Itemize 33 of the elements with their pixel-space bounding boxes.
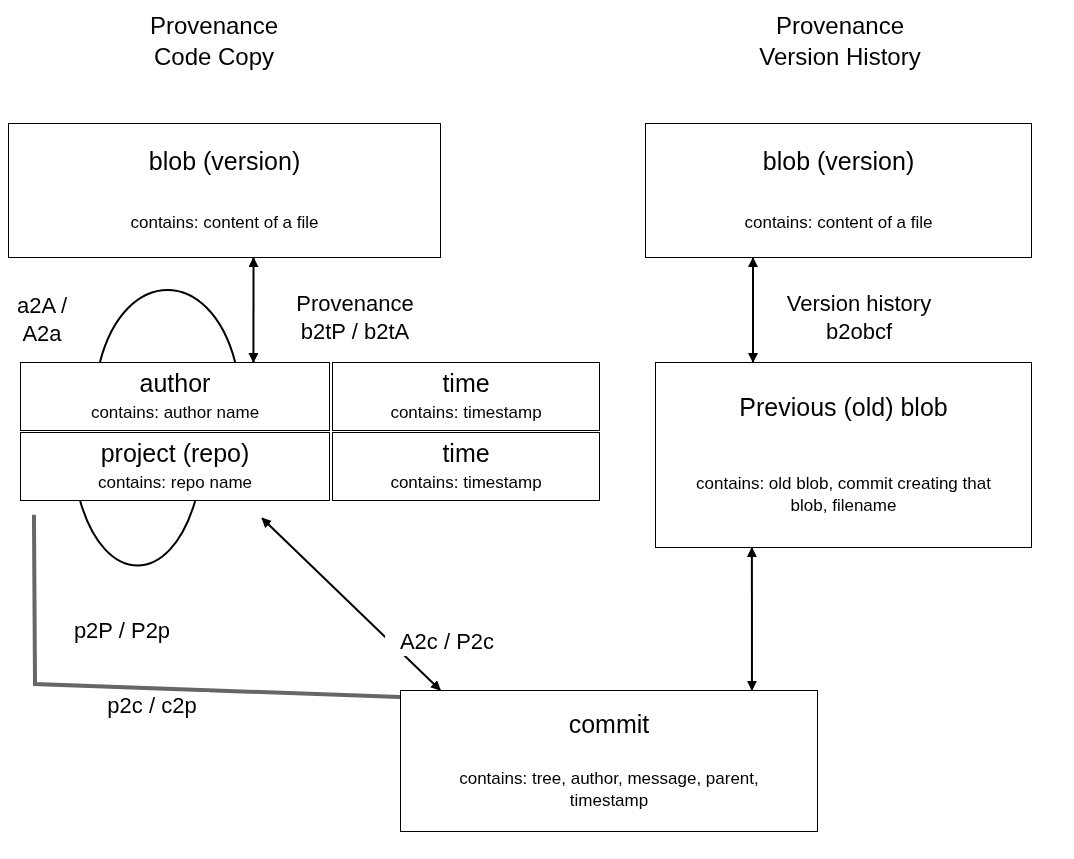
column-heading: Provenance Version History (758, 11, 922, 73)
box-heading: commit (568, 709, 650, 739)
box-description: contains: content of a file (130, 212, 319, 235)
entity-box (645, 123, 1032, 258)
entity-box (655, 362, 1032, 548)
box-description: contains: repo name (97, 471, 252, 494)
arrow (248, 257, 259, 363)
box-description: contains: timestamp (390, 471, 542, 494)
arrow (748, 257, 758, 363)
box-heading: Previous (old) blob (739, 392, 948, 422)
box-heading: author (139, 369, 211, 398)
connector-line (79, 500, 197, 567)
arrow (261, 517, 442, 691)
entity-box (332, 432, 600, 501)
column-heading: Provenance Code Copy (148, 11, 280, 73)
box-description: contains: tree, author, message, parent, timestamp (458, 768, 760, 813)
entity-box (332, 362, 600, 431)
box-heading: project (repo) (100, 439, 250, 468)
box-heading: time (442, 369, 490, 398)
arrow (746, 547, 757, 691)
box-heading: time (442, 439, 490, 468)
box-description: contains: old blob, commit creating that blob, filename (696, 473, 991, 518)
box-heading: blob (version) (148, 146, 301, 176)
connector-line (31, 514, 401, 700)
connector-line (99, 289, 237, 363)
entity-box (8, 123, 441, 258)
box-heading: blob (version) (762, 146, 915, 176)
box-description: contains: author name (90, 401, 260, 424)
commit-box (400, 690, 818, 832)
entity-box (20, 362, 330, 431)
entity-box (20, 432, 330, 501)
box-description: contains: timestamp (390, 401, 542, 424)
box-description: contains: content of a file (744, 212, 933, 235)
